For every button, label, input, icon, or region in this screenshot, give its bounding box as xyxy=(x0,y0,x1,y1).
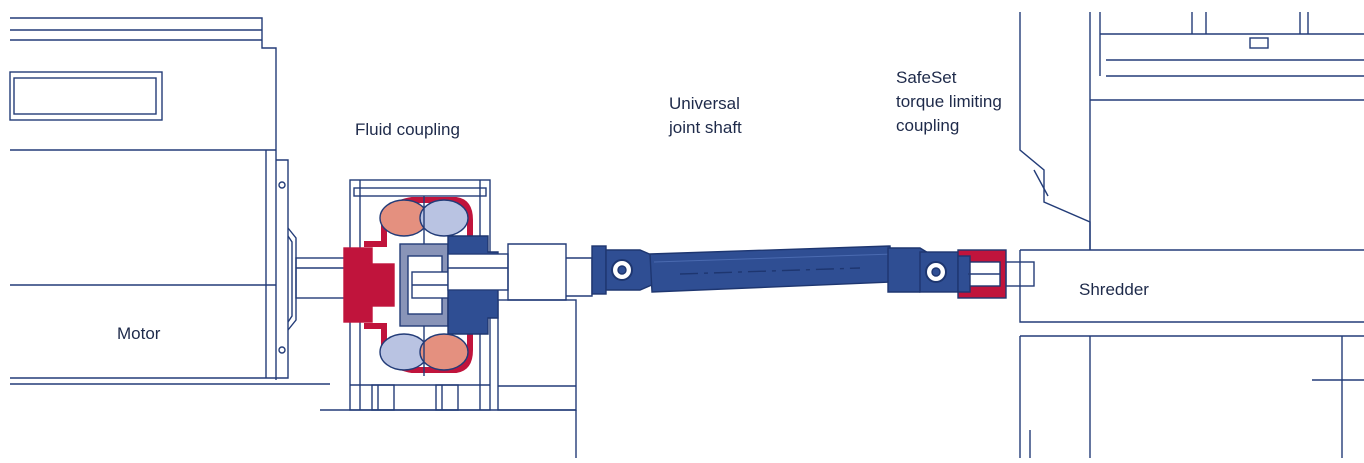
motor-shaft xyxy=(295,257,347,299)
label-safeset-line-1: SafeSet xyxy=(896,68,957,87)
label-fluid-coupling: Fluid coupling xyxy=(355,118,460,142)
fluid-coupling xyxy=(343,179,499,411)
label-safeset-line-3: coupling xyxy=(896,116,960,135)
label-universal-joint-shaft: Universal joint shaft xyxy=(669,92,742,140)
label-universal-line-2: joint shaft xyxy=(669,118,742,137)
safeset-coupling xyxy=(957,249,1035,299)
label-shredder: Shredder xyxy=(1079,278,1149,302)
label-safeset-line-2: torque limiting xyxy=(896,92,1002,111)
label-shredder-text: Shredder xyxy=(1079,280,1149,299)
label-motor: Motor xyxy=(117,322,160,346)
label-safeset: SafeSet torque limiting coupling xyxy=(896,66,1002,138)
label-fluid-coupling-text: Fluid coupling xyxy=(355,120,460,139)
bearing-block xyxy=(320,299,577,458)
motor xyxy=(9,17,330,385)
shredder xyxy=(1019,12,1364,458)
universal-joint-shaft xyxy=(591,245,961,295)
label-universal-line-1: Universal xyxy=(669,94,740,113)
label-motor-text: Motor xyxy=(117,324,161,343)
